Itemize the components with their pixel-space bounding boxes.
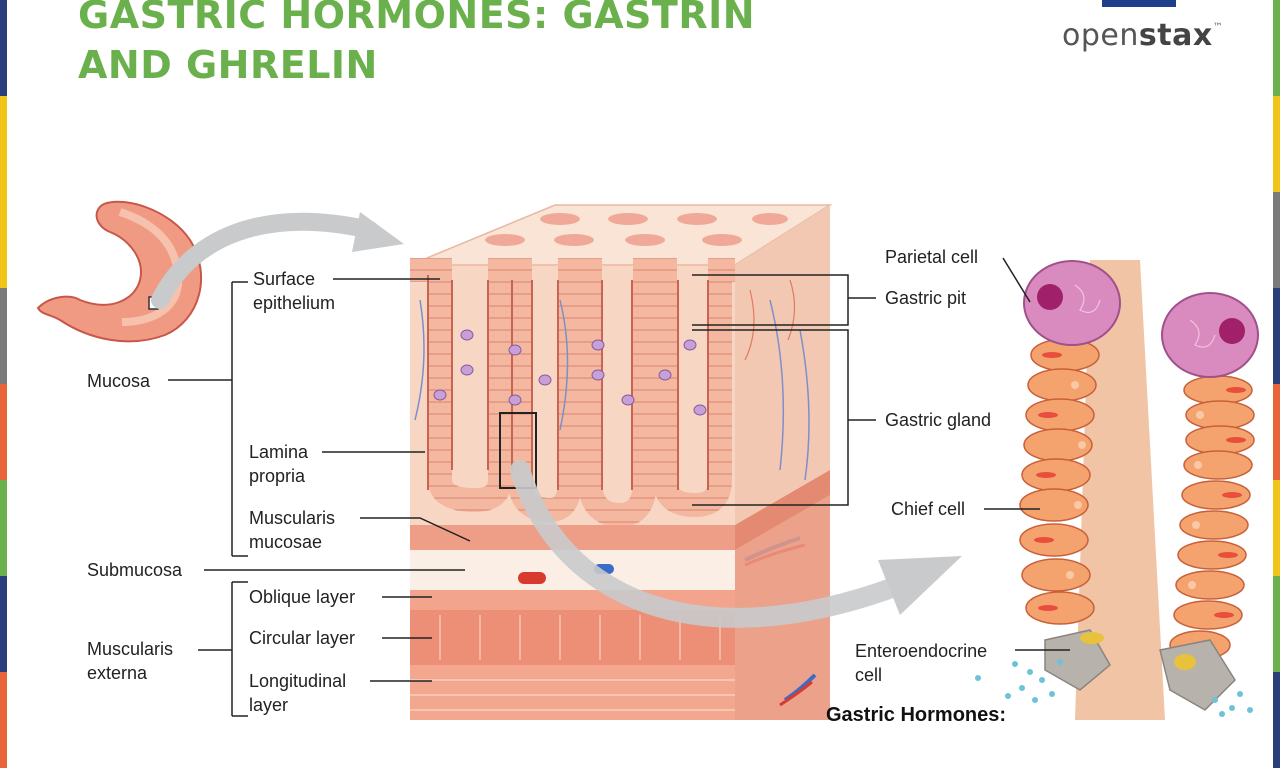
logo-prefix: open [1062,18,1139,53]
circular-fibers [439,615,721,660]
stomach-wall-diagram [36,200,1259,720]
gastric-pit-openings [485,213,788,246]
edge-segment [0,480,7,576]
muscularis-mucosae-side [735,470,830,550]
label-chief-cell: Chief cell [891,499,966,519]
label-parietal-cell: Parietal cell [885,247,979,267]
chief-cells-left [1019,338,1100,625]
gastric-gland-bracket [692,329,849,506]
edge-segment [0,576,7,672]
openstax-logo: openstax™ [1062,18,1223,53]
chief-cell-granules [1066,381,1204,589]
enteroendocrine-nucleus-left [1080,632,1104,644]
enteroendocrine-cell-left [1044,629,1111,691]
label-oblique-layer: Oblique layer [249,587,356,607]
tissue-block [409,204,833,720]
parietal-nucleus-left [1037,284,1063,310]
edge-segment [1273,480,1280,576]
edge-segment [0,0,7,96]
logo-suffix: stax [1138,18,1213,53]
edge-segment [1273,384,1280,480]
edge-segment [1273,576,1280,672]
edge-segment [0,192,7,288]
parietal-cell-left [1023,260,1121,346]
parietal-canaliculi [1074,284,1216,348]
label-muscularis-mucosae: Muscularis mucosae [249,508,336,552]
artery-vessel [518,572,546,584]
label-submucosa: Submucosa [87,560,183,580]
nerve-fibers [744,279,796,361]
label-lamina-propria: Lamina propria [249,442,309,486]
label-surface-epithelium: Surface epithelium [253,269,336,313]
edge-segment [0,288,7,384]
gastric-glands [410,258,735,528]
chief-cell-nuclei [1034,352,1246,618]
parietal-cell-leader [1002,257,1031,303]
gland-cells [433,329,707,416]
label-circular-layer: Circular layer [249,628,356,648]
logo-trademark: ™ [1212,22,1224,33]
leader-lines [168,257,1070,717]
label-enteroendocrine-cell: Enteroendocrine cell [855,641,988,685]
label-longitudinal-layer: Longitudinal layer [249,671,347,715]
chief-cells-right [1169,375,1255,660]
enteroendocrine-nucleus-right [1174,654,1196,670]
gastric-pit-bracket [692,274,849,326]
capillaries [414,299,810,481]
logo-bar [1102,0,1176,7]
edge-segment [1273,288,1280,384]
edge-segment [1273,0,1280,96]
longitudinal-fibers [410,679,735,711]
slide-title: GASTRIC HORMONES: GASTRIN AND GHRELIN [78,0,756,87]
arrow-head-stomach [352,212,404,252]
parietal-cell-right [1161,292,1259,378]
arrow-stomach-to-wall [151,212,379,309]
edge-segment [1273,96,1280,192]
magnified-gastric-gland [975,260,1259,720]
gastric-hormones-caption: Gastric Hormones: [826,704,1007,726]
edge-segment [0,96,7,192]
edge-segment [1273,192,1280,288]
label-gastric-gland: Gastric gland [885,410,992,430]
hormone-granules [975,659,1253,717]
arrow-wall-to-gland [510,460,910,628]
parietal-nucleus-right [1219,318,1245,344]
label-mucosa: Mucosa [87,371,151,391]
longitudinal-layer-band [410,665,735,720]
label-muscularis-externa: Muscularis externa [87,639,174,683]
label-gastric-pit: Gastric pit [885,288,967,308]
edge-segment [0,384,7,480]
arrow-head-gland [878,556,962,615]
gland-lumen [1075,260,1165,720]
